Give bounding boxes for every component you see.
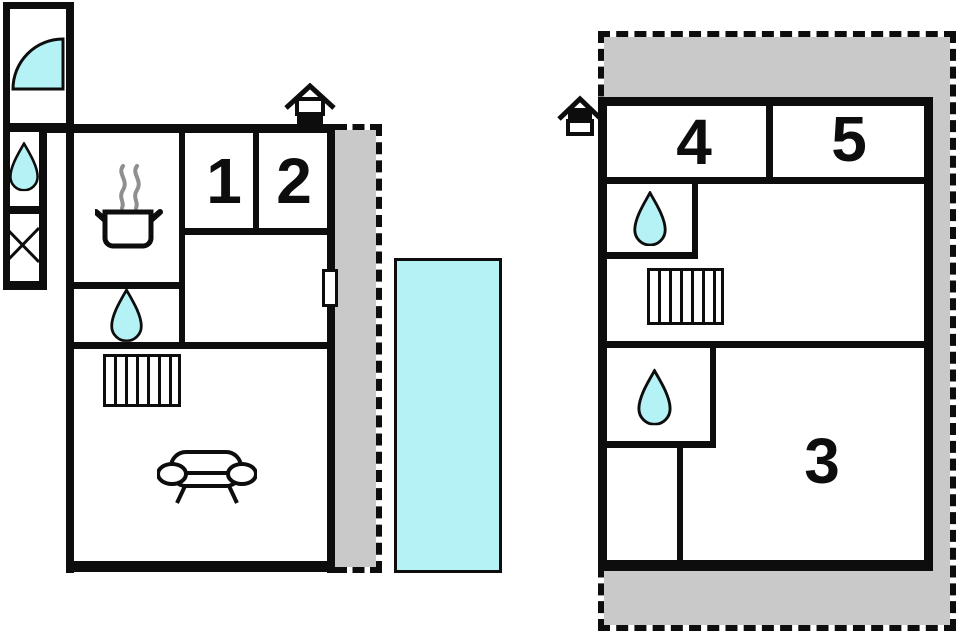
wall-segment (3, 2, 10, 289)
room-label-5: 5 (831, 103, 867, 175)
wall-segment (3, 2, 73, 9)
wall-segment (677, 447, 683, 561)
water-drop-icon (635, 365, 674, 429)
terrace-area (335, 124, 382, 573)
wall-segment (66, 561, 335, 572)
wall-segment (598, 560, 933, 571)
wall-segment (692, 183, 698, 258)
wall-segment (327, 124, 335, 573)
room-label-3: 3 (804, 425, 840, 497)
radiator-icon (103, 354, 181, 407)
wall-segment (39, 124, 335, 133)
water-drop-icon (7, 138, 41, 195)
wall-segment (179, 228, 327, 235)
wall-segment (607, 177, 924, 184)
water-drop-icon (108, 286, 145, 344)
wall-segment (598, 97, 607, 570)
wall-segment (598, 97, 933, 106)
wall-segment (66, 2, 74, 573)
steam-icon (133, 164, 141, 210)
door-swing-icon (11, 37, 65, 91)
wall-segment (3, 206, 47, 214)
door-handle (322, 269, 338, 307)
cooking-pot-icon (95, 164, 163, 249)
fireplace-icon (284, 82, 336, 127)
wall-segment (179, 133, 185, 348)
wall-segment (253, 133, 259, 229)
wall-segment (607, 341, 924, 348)
wall-segment (74, 342, 327, 349)
fireplace-icon (557, 95, 603, 136)
wall-segment (924, 97, 933, 570)
wall-segment (3, 123, 73, 132)
radiator-icon (647, 268, 724, 325)
sofa-icon (157, 450, 257, 504)
room-label-1: 1 (206, 145, 242, 217)
window-cross-icon (4, 226, 41, 264)
wall-segment (607, 252, 698, 259)
swimming-pool (394, 258, 502, 573)
room-label-2: 2 (276, 145, 312, 217)
water-drop-icon (631, 187, 669, 250)
wall-segment (607, 441, 716, 448)
room-label-4: 4 (676, 106, 712, 178)
wall-segment (766, 106, 773, 183)
wall-segment (3, 281, 47, 290)
wall-segment (39, 123, 47, 290)
steam-icon (119, 164, 127, 210)
wall-segment (710, 347, 716, 447)
wall-segment (74, 282, 179, 289)
